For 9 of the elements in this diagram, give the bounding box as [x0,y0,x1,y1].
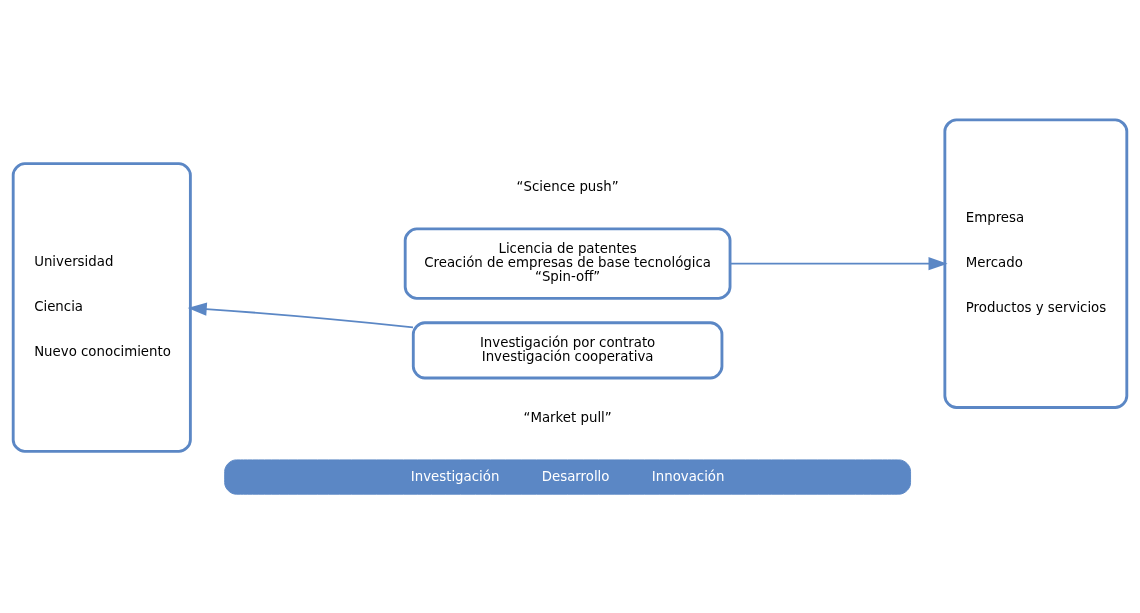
node-box: Empresa Mercado Productos y servicios [943,117,1129,409]
node-box: Investigación por contrato Investigación cooperativa [411,320,724,379]
arrow [729,256,948,270]
arrow [187,302,414,328]
label: “Market pull” [523,409,612,425]
node-box: Universidad Ciencia Nuevo conocimiento [11,161,192,453]
node-box: Investigación Desarrollo Innovación [224,458,912,495]
node-box: Licencia de patentes Creación de empresas de base tecnológica “Spin-off” [403,226,732,300]
label: “Science push” [516,178,619,194]
